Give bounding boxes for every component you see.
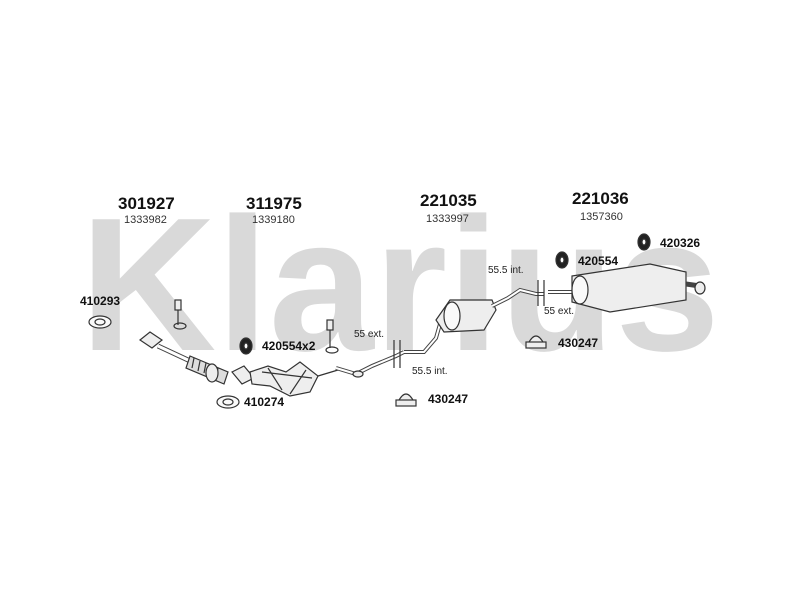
gasket-cat-code[interactable]: 410274	[244, 395, 285, 409]
group-2-part-number[interactable]: 311975	[246, 194, 302, 213]
catalyst-311975[interactable]	[231, 361, 339, 397]
note-int-front: 55.5 int.	[412, 366, 448, 377]
group-4-oe-number: 1357360	[580, 211, 623, 223]
mid-silencer-221035[interactable]	[404, 280, 545, 354]
clamp-rear-code[interactable]: 430247	[558, 336, 599, 350]
group-3-oe-number: 1333997	[426, 213, 469, 225]
group-2-oe-number: 1339180	[252, 214, 295, 226]
lambda-sensor-front	[173, 299, 187, 330]
rubber-mount-tail-code[interactable]: 420326	[660, 236, 701, 250]
clamp-430247-mid-icon	[395, 393, 417, 407]
group-1-part-number[interactable]: 301927	[118, 194, 175, 213]
gasket-front-code[interactable]: 410293	[80, 294, 121, 308]
rubber-mount-420326-icon	[637, 233, 651, 251]
rubber-mount-420554x2-icon	[239, 337, 253, 355]
note-ext-front: 55 ext.	[354, 329, 385, 340]
rubber-mount-420554-icon	[555, 251, 569, 269]
note-ext-rear: 55 ext.	[544, 306, 575, 317]
rear-silencer-221036[interactable]	[548, 263, 706, 313]
gasket-410293-icon	[88, 315, 112, 329]
clamp-mid-code[interactable]: 430247	[428, 392, 469, 406]
gasket-410274-icon	[216, 395, 240, 409]
rubber-mount-pair-code[interactable]: 420554x2	[262, 339, 316, 353]
clamp-430247-rear-icon	[525, 335, 547, 349]
note-int-rear: 55.5 int.	[488, 265, 524, 276]
lambda-sensor-cat	[325, 319, 339, 354]
group-3-part-number[interactable]: 221035	[420, 191, 477, 210]
group-1-oe-number: 1333982	[124, 214, 167, 226]
group-4-part-number[interactable]: 221036	[572, 189, 629, 208]
intermediate-pipe	[335, 340, 405, 378]
front-pipe-301927[interactable]	[138, 331, 229, 385]
rubber-mount-rear-code[interactable]: 420554	[578, 254, 619, 268]
